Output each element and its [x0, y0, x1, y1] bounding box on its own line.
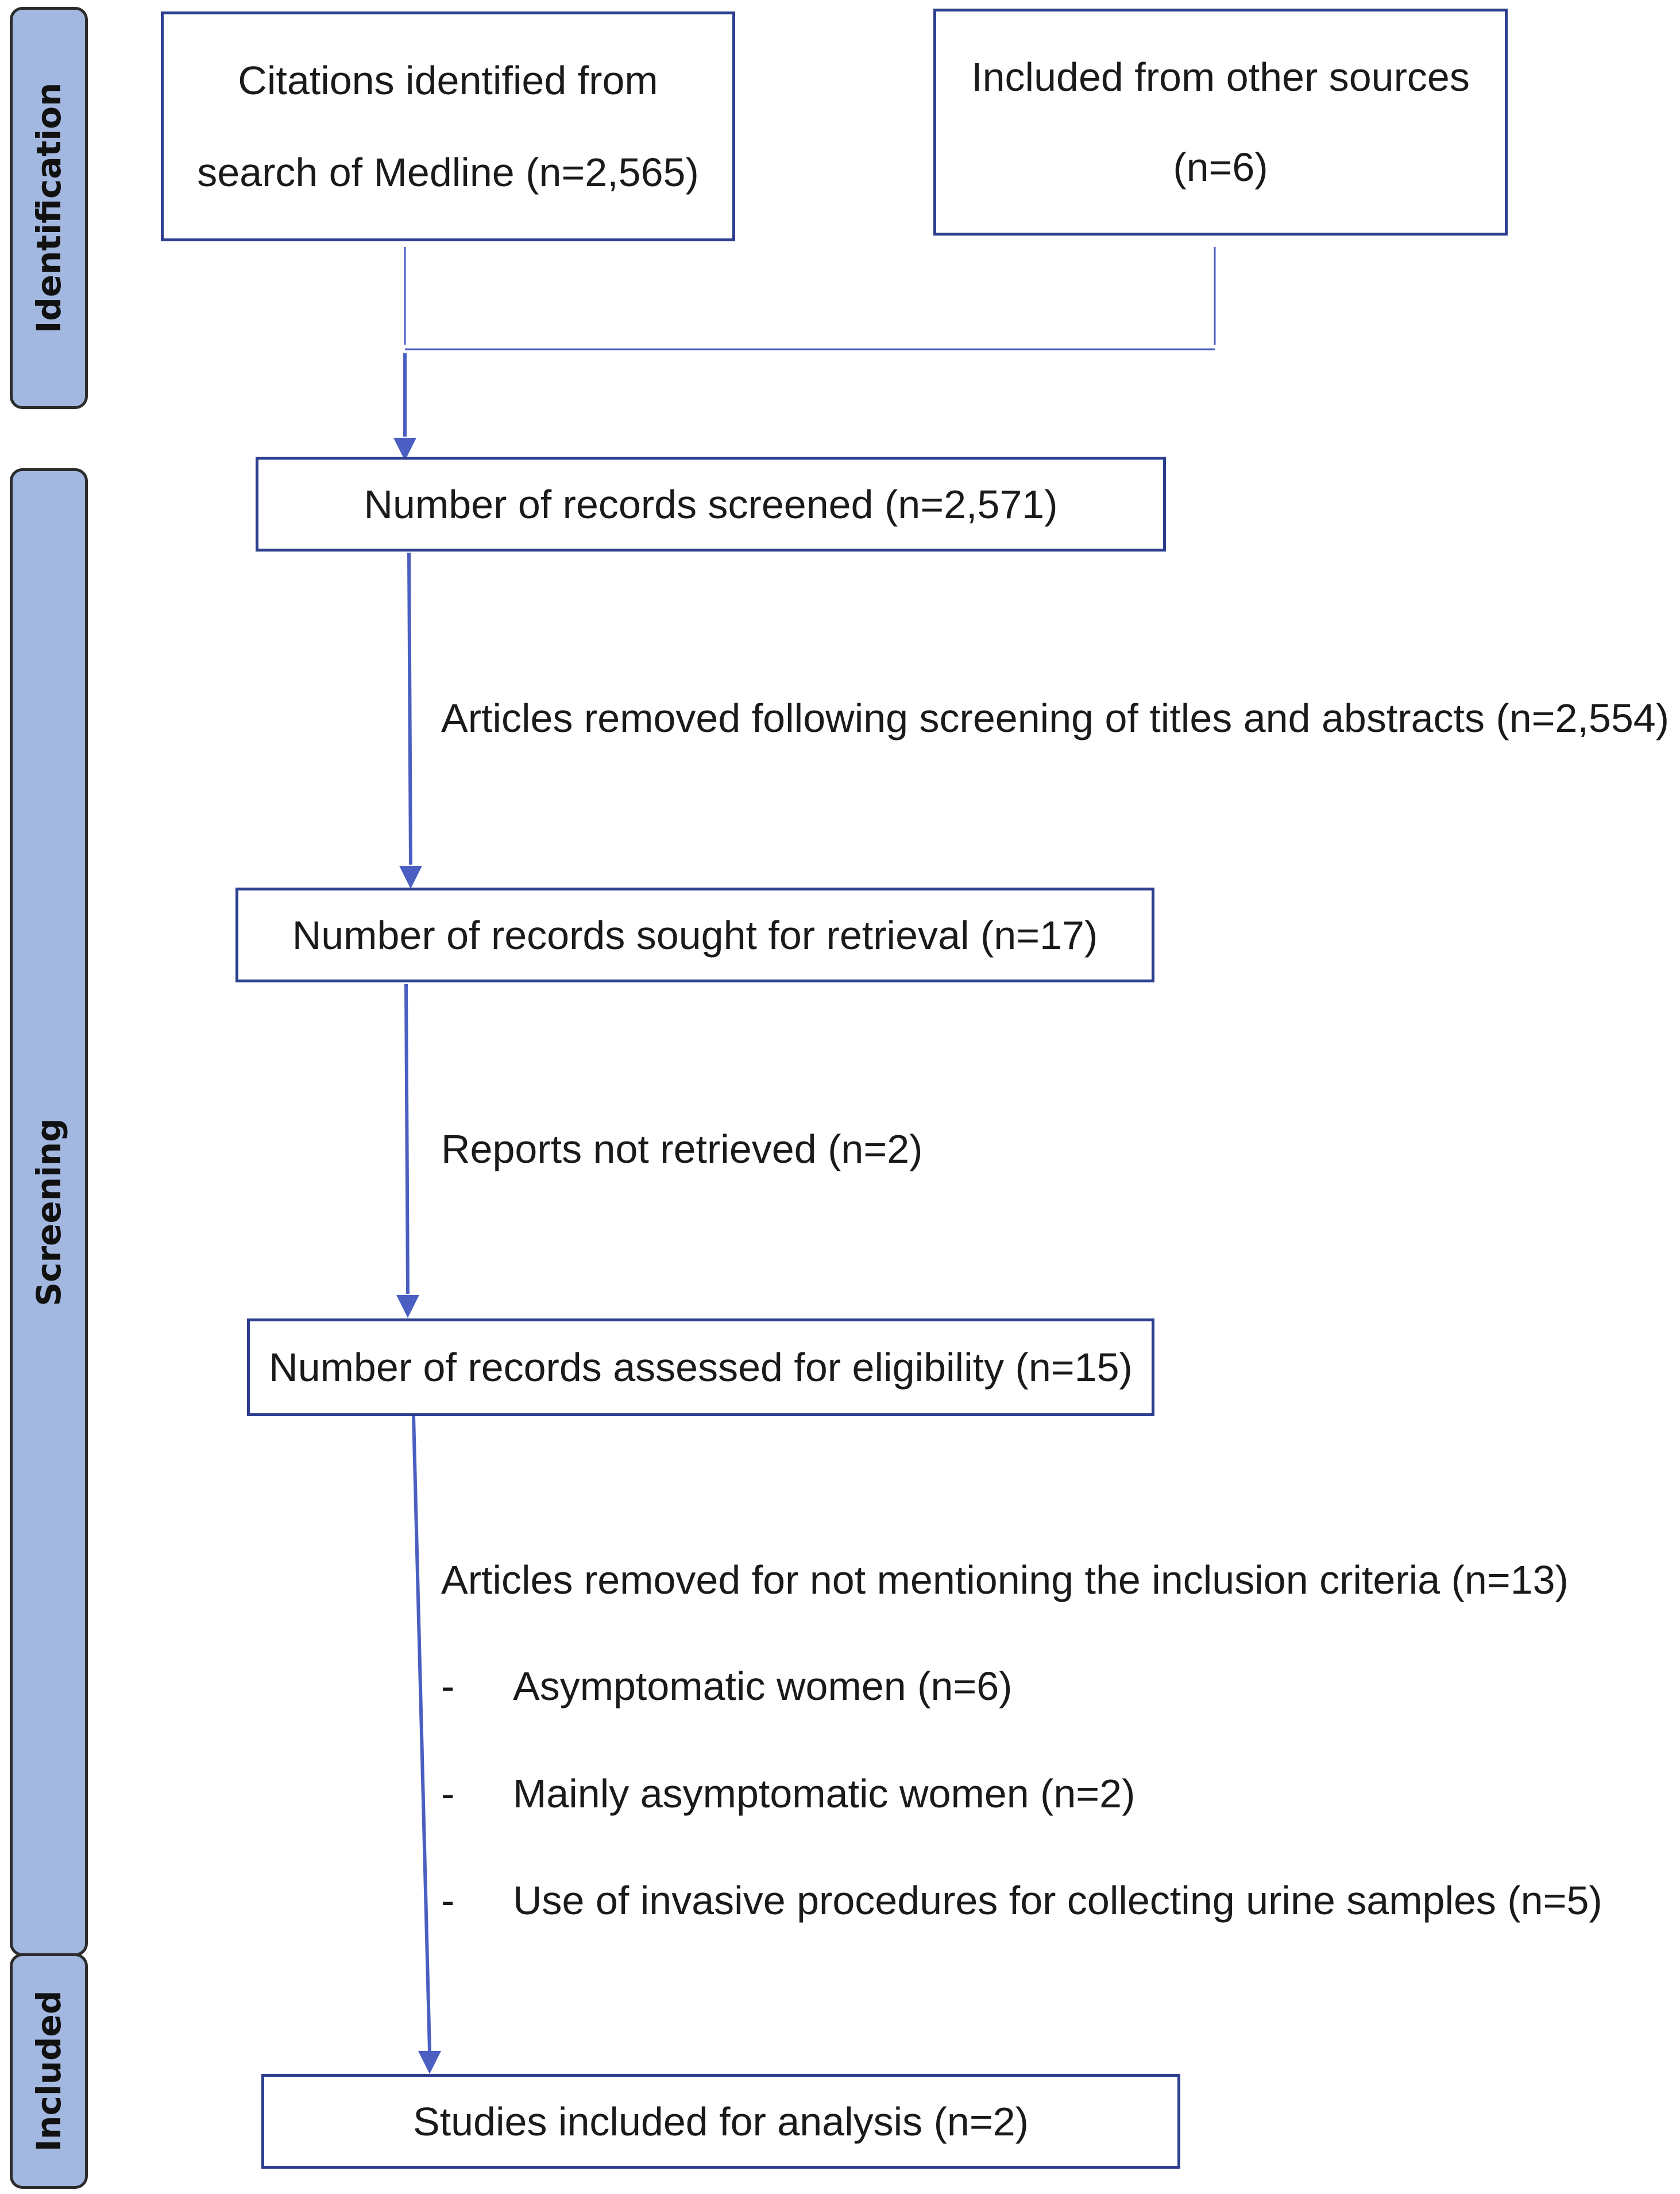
- other-sources-box-line2: (n=6): [1173, 145, 1268, 190]
- criteria-item-dash: -: [441, 1878, 455, 1923]
- criteria-item-text: Mainly asymptomatic women (n=2): [513, 1771, 1136, 1816]
- criteria-item-mainly-asymptomatic: - Mainly asymptomatic women (n=2): [441, 1771, 1135, 1817]
- studies-included-box: Studies included for analysis (n=2): [261, 2074, 1180, 2169]
- arrow-to-assessed: [404, 984, 410, 1294]
- phase-screening: Screening: [10, 468, 88, 1956]
- criteria-item-dash: -: [441, 1664, 455, 1709]
- records-screened-box: Number of records screened (n=2,571): [256, 457, 1166, 552]
- not-retrieved-note: Reports not retrieved (n=2): [441, 1127, 923, 1171]
- other-sources-box-line1: Included from other sources: [971, 54, 1470, 99]
- other-sources-box: Included from other sources (n=6): [933, 9, 1508, 236]
- removed-titles-note: Articles removed following screening of …: [441, 696, 1670, 741]
- removed-criteria-note: Articles removed for not mentioning the …: [441, 1557, 1569, 1602]
- medline-box-line2: search of Medline (n=2,565): [197, 150, 699, 195]
- phase-identification: Identification: [10, 7, 88, 409]
- arrowhead-assessed: [396, 1295, 419, 1318]
- criteria-item-invasive: - Use of invasive procedures for collecti…: [441, 1877, 1602, 1923]
- records-assessed-box: Number of records assessed for eligibili…: [247, 1318, 1154, 1416]
- criteria-item-dash: -: [441, 1771, 455, 1816]
- arrow-to-sought: [407, 552, 412, 865]
- criteria-item-text: Use of invasive procedures for collectin…: [513, 1878, 1602, 1923]
- medline-box: Citations identified from search of Medl…: [161, 11, 735, 241]
- phase-included: Included: [10, 1953, 88, 2189]
- records-sought-box: Number of records sought for retrieval (…: [235, 888, 1154, 982]
- criteria-item-asymptomatic: - Asymptomatic women (n=6): [441, 1663, 1012, 1709]
- arrowhead-included: [418, 2051, 441, 2074]
- medline-box-line1: Citations identified from: [238, 58, 658, 103]
- arrowhead-sought: [399, 866, 422, 889]
- criteria-item-text: Asymptomatic women (n=6): [513, 1664, 1013, 1709]
- arrowhead-screened: [393, 438, 416, 461]
- arrow-to-included: [412, 1416, 431, 2052]
